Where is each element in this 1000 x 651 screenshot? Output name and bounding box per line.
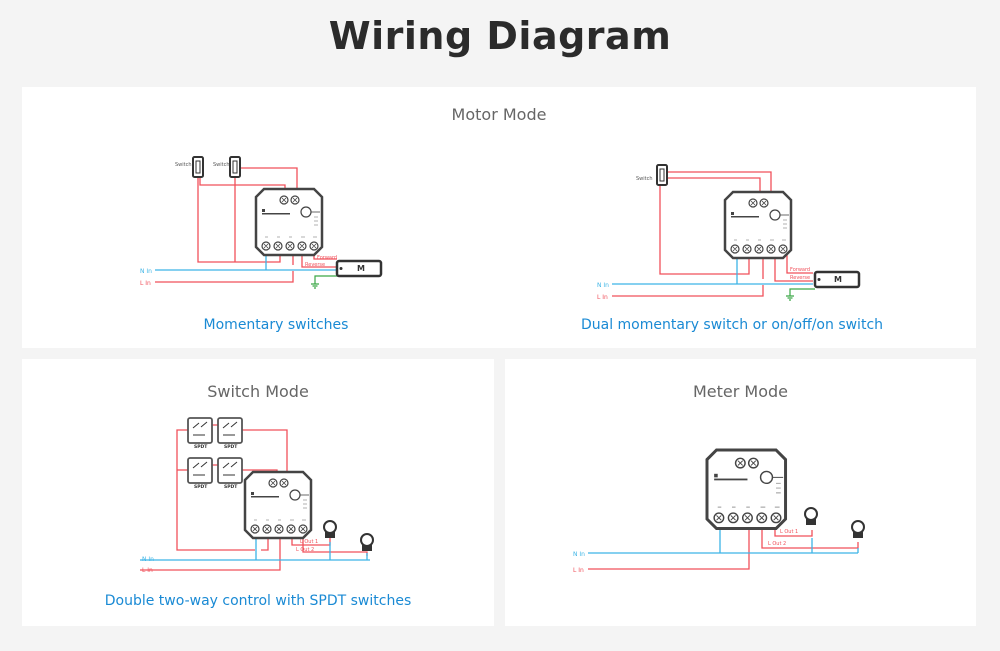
- switch-mode-title: Switch Mode: [207, 382, 309, 401]
- page-title: Wiring Diagram: [328, 14, 672, 58]
- motor-mode-panel: Motor Mode Momentary switches Dual momen…: [22, 87, 976, 348]
- switch-mode-panel: Switch Mode Double two-way control with …: [22, 359, 494, 626]
- motor-mode-title: Motor Mode: [451, 105, 547, 124]
- dual-switch-caption: Dual momentary switch or on/off/on switc…: [580, 317, 884, 333]
- momentary-caption: Momentary switches: [203, 317, 349, 333]
- spdt-caption: Double two-way control with SPDT switche…: [104, 593, 412, 609]
- meter-mode-title: Meter Mode: [692, 382, 789, 401]
- meter-mode-panel: Meter Mode: [505, 359, 976, 626]
